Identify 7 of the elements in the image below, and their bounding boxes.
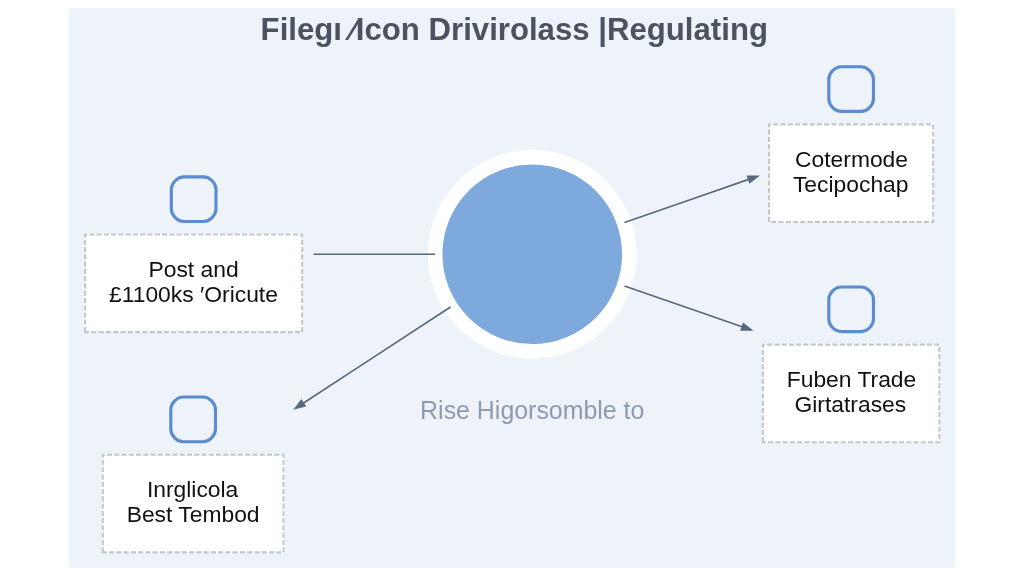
- node-heart: [427, 149, 637, 359]
- arrow: [623, 175, 760, 224]
- arrow: [623, 285, 754, 331]
- arrow: [293, 306, 452, 410]
- connector: [312, 253, 436, 256]
- diagram-title: Filegı ⁄Icon Drivirolass |Regulating: [260, 12, 768, 48]
- label: Rise Higorsomble to: [420, 395, 645, 424]
